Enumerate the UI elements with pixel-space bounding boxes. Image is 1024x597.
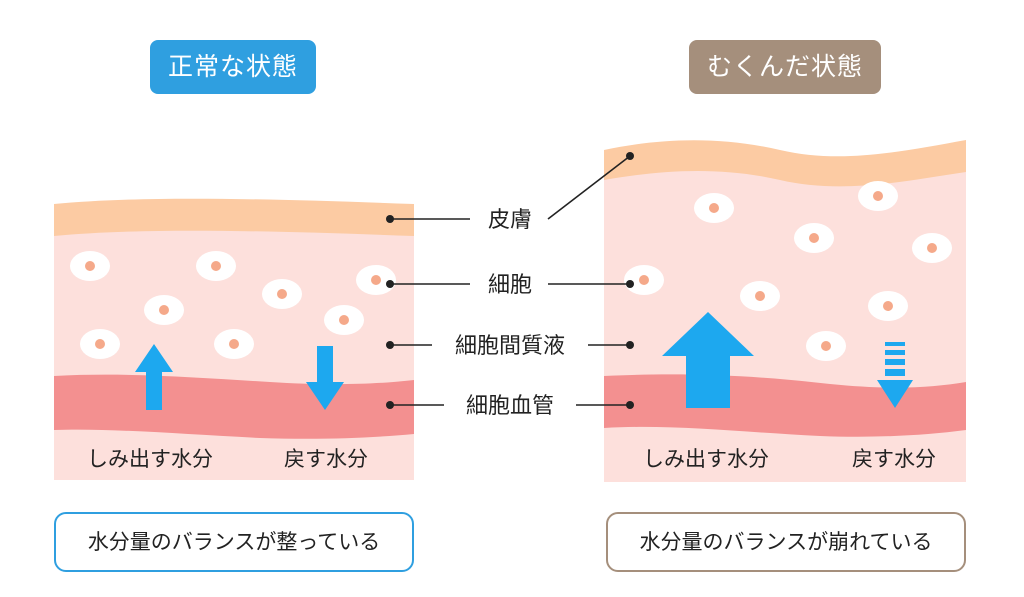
normal-return-arrow (306, 346, 344, 410)
callouts: 皮膚 細胞 細胞間質液 細胞血管 (386, 152, 634, 419)
normal-cell (80, 329, 120, 359)
swollen-cell (794, 223, 834, 253)
normal-cell (70, 251, 110, 281)
cell-label: 細胞 (488, 273, 532, 298)
cell-callout (386, 280, 634, 288)
swollen-return-label: 戻す水分 (852, 447, 936, 471)
normal-return-label: 戻す水分 (284, 447, 368, 471)
swollen-cell (806, 331, 846, 361)
normal-cell (356, 265, 396, 295)
swollen-cell (868, 291, 908, 321)
interstitial-fluid-label: 細胞間質液 (455, 334, 565, 359)
normal-cell (196, 251, 236, 281)
blood-vessel-callout (386, 401, 634, 409)
normal-summary-box: 水分量のバランスが整っている (54, 512, 414, 572)
swollen-panel: しみ出す水分 戻す水分 (604, 140, 966, 482)
swollen-seep-out-label: しみ出す水分 (643, 447, 769, 471)
skin-callout (386, 152, 634, 223)
swollen-seep-out-arrow (662, 312, 754, 408)
normal-cell (214, 329, 254, 359)
swollen-cell (912, 233, 952, 263)
swollen-return-arrow (877, 342, 913, 408)
normal-panel: しみ出す水分 戻す水分 (54, 198, 414, 480)
skin-label: 皮膚 (488, 208, 532, 233)
interstitial-fluid-callout (386, 341, 634, 349)
normal-seep-out-label: しみ出す水分 (87, 447, 213, 471)
normal-cell (262, 279, 302, 309)
normal-cell (324, 305, 364, 335)
blood-vessel-label: 細胞血管 (466, 394, 554, 419)
swollen-cell (740, 281, 780, 311)
swollen-cell (624, 265, 664, 295)
swollen-cell (694, 193, 734, 223)
swollen-cell (858, 181, 898, 211)
swollen-summary-box: 水分量のバランスが崩れている (606, 512, 966, 572)
normal-blood-vessel (54, 374, 414, 439)
normal-skin-layer (54, 198, 414, 236)
normal-cell (144, 295, 184, 325)
normal-state-title: 正常な状態 (150, 40, 316, 94)
swollen-state-title: むくんだ状態 (689, 40, 881, 94)
swollen-skin-layer (604, 140, 966, 187)
normal-seep-out-arrow (135, 344, 173, 410)
